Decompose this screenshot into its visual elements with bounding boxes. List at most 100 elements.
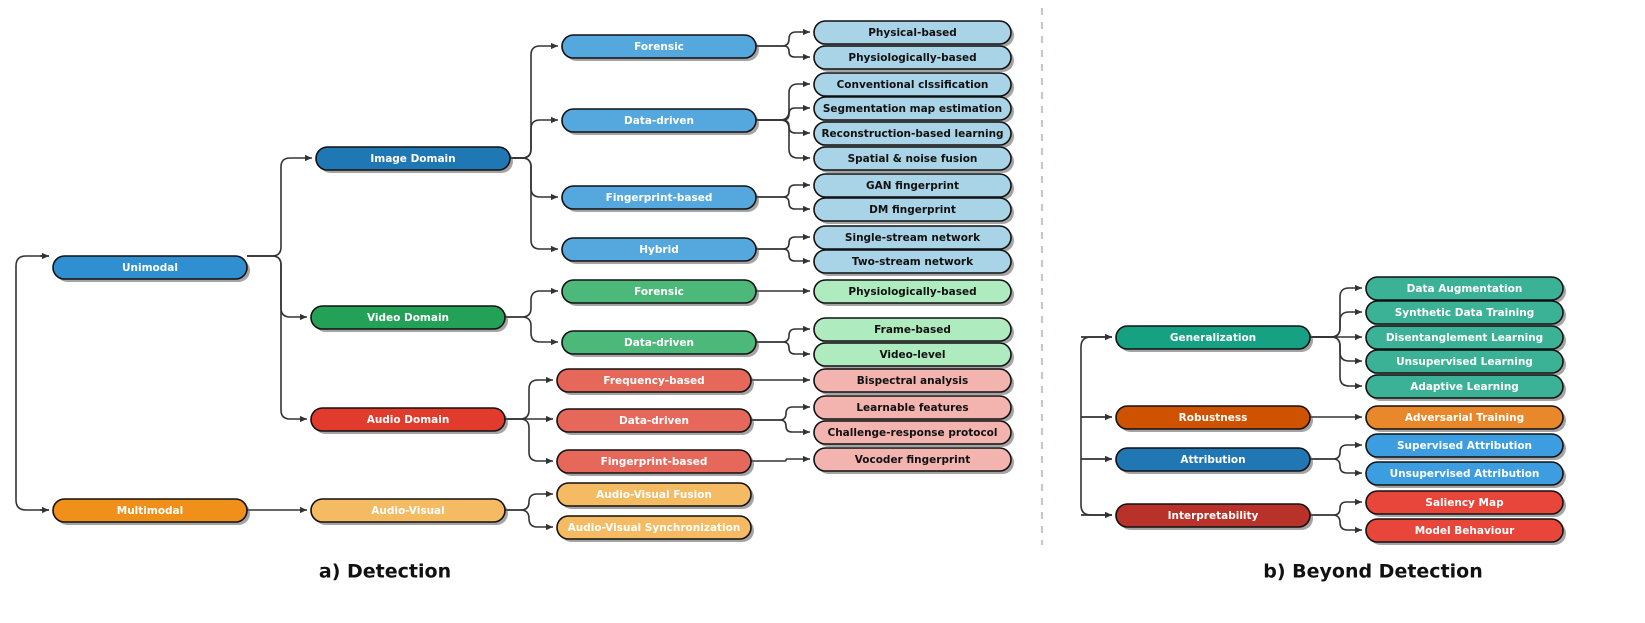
node-image-fingerprint[interactable]: Fingerprint-based <box>561 185 759 212</box>
node-body <box>813 368 1012 393</box>
node-dm-fingerprint[interactable]: DM fingerprint <box>813 197 1014 224</box>
node-av-sync[interactable]: Audio-Visual Synchronization <box>556 515 754 542</box>
detection-connector <box>505 376 553 420</box>
node-segmentation-map-estimation[interactable]: Segmentation map estimation <box>813 96 1014 123</box>
node-attribution[interactable]: Attribution <box>1115 447 1313 474</box>
node-body <box>52 255 248 280</box>
node-unsupervised-learning[interactable]: Unsupervised Learning <box>1365 349 1566 376</box>
node-body <box>561 330 757 355</box>
node-spatial-noise-fusion[interactable]: Spatial & noise fusion <box>813 146 1014 173</box>
node-gan-fingerprint[interactable]: GAN fingerprint <box>813 173 1014 200</box>
node-audio-fingerprint[interactable]: Fingerprint-based <box>556 449 754 476</box>
detection-connector <box>756 45 810 61</box>
node-body <box>813 447 1012 472</box>
detection-edges <box>15 28 810 531</box>
detection-connector <box>510 42 558 159</box>
node-disentanglement-learning[interactable]: Disentanglement Learning <box>1365 325 1566 352</box>
detection-connector <box>247 255 307 321</box>
node-av-fusion[interactable]: Audio-Visual Fusion <box>556 482 754 509</box>
node-physiologically-based-vid[interactable]: Physiologically-based <box>813 279 1014 306</box>
node-body <box>556 482 752 507</box>
node-body <box>1365 433 1564 458</box>
node-body <box>1365 374 1564 399</box>
detection-connector <box>751 455 810 463</box>
node-body <box>1115 405 1311 430</box>
node-body <box>813 96 1012 121</box>
node-body <box>813 197 1012 222</box>
beyond-detection-connector <box>1310 308 1362 338</box>
node-adaptive-learning[interactable]: Adaptive Learning <box>1365 374 1566 401</box>
detection-connector <box>751 419 810 436</box>
node-body <box>813 420 1012 445</box>
node-body <box>1365 325 1564 350</box>
node-learnable-features[interactable]: Learnable features <box>813 395 1014 422</box>
node-interpretability[interactable]: Interpretability <box>1115 503 1313 530</box>
node-audio-domain[interactable]: Audio Domain <box>310 407 508 434</box>
node-data-augmentation[interactable]: Data Augmentation <box>1365 276 1566 303</box>
node-generalization[interactable]: Generalization <box>1115 325 1313 352</box>
node-adversarial-training[interactable]: Adversarial Training <box>1365 405 1566 432</box>
node-body <box>813 173 1012 198</box>
node-audio-frequency[interactable]: Frequency-based <box>556 368 754 395</box>
caption-detection: a) Detection <box>319 561 451 583</box>
node-bispectral-analysis[interactable]: Bispectral analysis <box>813 368 1014 395</box>
node-saliency-map[interactable]: Saliency Map <box>1365 490 1566 517</box>
detection-connector <box>505 287 558 318</box>
node-body <box>813 225 1012 250</box>
node-audio-data-driven[interactable]: Data-driven <box>556 408 754 435</box>
node-body <box>813 45 1012 70</box>
node-physiologically-based-img[interactable]: Physiologically-based <box>813 45 1014 72</box>
node-body <box>561 185 757 210</box>
figure-captions: a) Detection b) Beyond Detection <box>319 561 1483 583</box>
node-conventional-classification[interactable]: Conventional clssification <box>813 72 1014 99</box>
detection-connector <box>505 509 553 531</box>
node-video-level[interactable]: Video-level <box>813 342 1014 369</box>
beyond-detection-edges <box>1080 284 1362 534</box>
detection-root-bracket <box>15 255 49 511</box>
detection-connector <box>756 28 810 47</box>
detection-connector <box>756 248 810 265</box>
node-image-forensic[interactable]: Forensic <box>561 34 759 61</box>
detection-connector <box>756 181 810 198</box>
node-physical-based[interactable]: Physical-based <box>813 20 1014 47</box>
node-body <box>813 249 1012 274</box>
node-body <box>813 72 1012 97</box>
detection-connector <box>756 80 810 121</box>
node-body <box>1365 276 1564 301</box>
node-two-stream-network[interactable]: Two-stream network <box>813 249 1014 276</box>
detection-connector <box>505 316 558 346</box>
node-unsupervised-attribution[interactable]: Unsupervised Attribution <box>1365 461 1566 488</box>
node-multimodal[interactable]: Multimodal <box>52 498 250 525</box>
node-image-hybrid[interactable]: Hybrid <box>561 237 759 264</box>
node-video-forensic[interactable]: Forensic <box>561 279 759 306</box>
node-supervised-attribution[interactable]: Supervised Attribution <box>1365 433 1566 460</box>
node-body <box>561 108 757 133</box>
node-body <box>310 305 506 330</box>
node-challenge-response-protocol[interactable]: Challenge-response protocol <box>813 420 1014 447</box>
caption-beyond-detection: b) Beyond Detection <box>1263 561 1483 583</box>
node-body <box>813 279 1012 304</box>
node-image-data-driven[interactable]: Data-driven <box>561 108 759 135</box>
node-video-data-driven[interactable]: Data-driven <box>561 330 759 357</box>
node-body <box>813 121 1012 146</box>
beyond-detection-connector <box>1310 336 1362 390</box>
detection-connector <box>751 403 810 421</box>
node-image-domain[interactable]: Image Domain <box>315 146 513 173</box>
beyond-detection-connector <box>1310 458 1362 477</box>
node-body <box>561 279 757 304</box>
node-robustness[interactable]: Robustness <box>1115 405 1313 432</box>
node-body <box>310 498 506 523</box>
node-single-stream-network[interactable]: Single-stream network <box>813 225 1014 252</box>
node-frame-based[interactable]: Frame-based <box>813 317 1014 344</box>
node-body <box>556 449 752 474</box>
node-unimodal[interactable]: Unimodal <box>52 255 250 282</box>
node-body <box>561 34 757 59</box>
node-vocoder-fingerprint[interactable]: Vocoder fingerprint <box>813 447 1014 474</box>
node-synthetic-data-training[interactable]: Synthetic Data Training <box>1365 300 1566 327</box>
node-body <box>556 368 752 393</box>
node-body <box>1365 349 1564 374</box>
node-reconstruction-based-learning[interactable]: Reconstruction-based learning <box>813 121 1014 148</box>
node-video-domain[interactable]: Video Domain <box>310 305 508 332</box>
node-model-behaviour[interactable]: Model Behaviour <box>1365 518 1566 545</box>
node-audio-visual[interactable]: Audio-Visual <box>310 498 508 525</box>
